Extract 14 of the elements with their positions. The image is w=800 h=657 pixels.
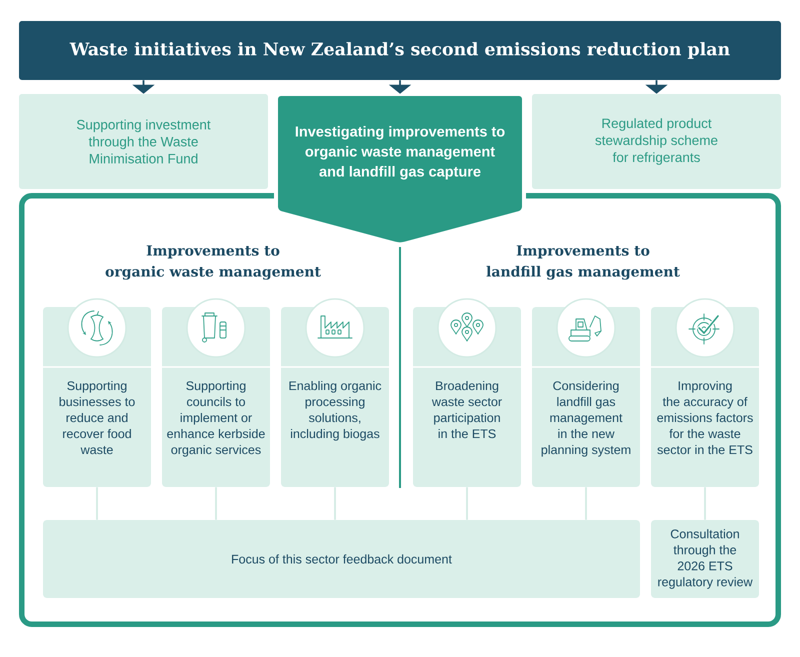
- section-heading: Improvements to organic waste management: [106, 245, 321, 280]
- connector-line: [334, 487, 336, 520]
- info-box: Regulated product stewardship scheme for refrigerants: [532, 94, 781, 189]
- info-box: Supporting investment through the Waste Minimisation Fund: [19, 94, 268, 189]
- title-banner: Waste initiatives in New Zealand’s second emissions reduction plan: [19, 21, 781, 80]
- section-heading: Improvements to landfill gas management: [486, 245, 680, 280]
- connector-line: [466, 487, 468, 520]
- info-box: Consultation through the 2026 ETS regulatory review: [651, 520, 759, 598]
- connector-line: [215, 487, 217, 520]
- connector-line: [96, 487, 98, 520]
- connector-line: [704, 487, 706, 520]
- connector-line: [585, 487, 587, 520]
- info-box: Focus of this sector feedback document: [43, 520, 640, 598]
- pointed-box: Investigating improvements to organic waste management and landfill gas capture: [274, 92, 526, 246]
